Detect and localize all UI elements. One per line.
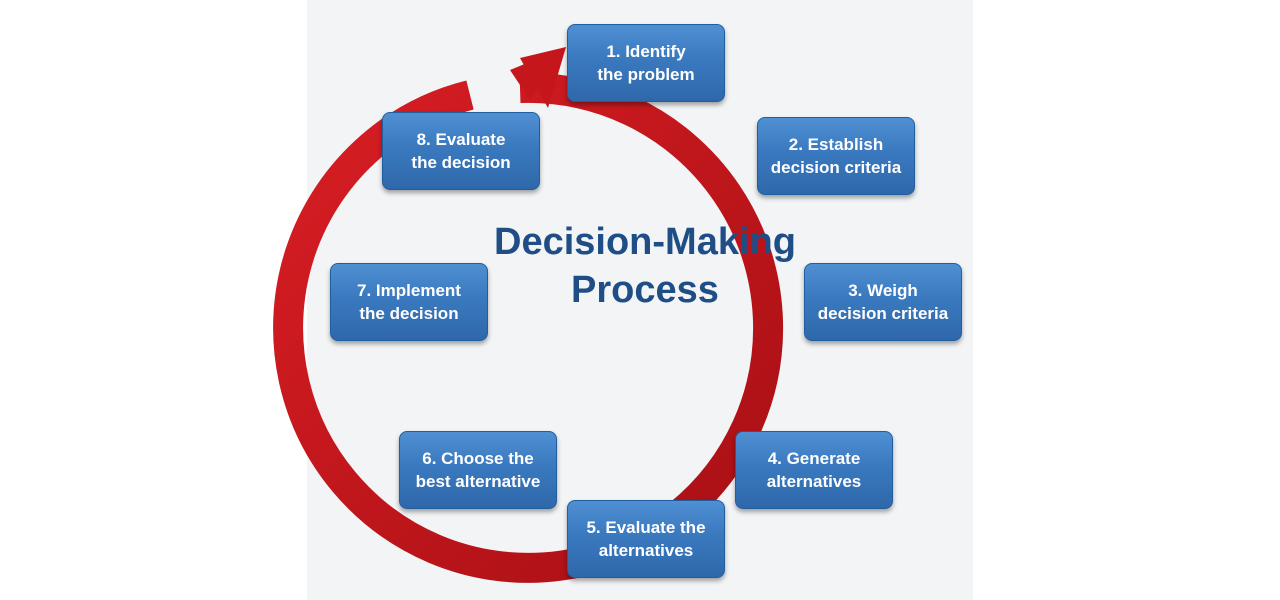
cycle-arrow-arc bbox=[273, 72, 784, 583]
diagram-title: Decision-Making Process bbox=[470, 218, 820, 314]
title-line-1: Decision-Making bbox=[494, 221, 796, 263]
title-line-2: Process bbox=[571, 269, 719, 311]
